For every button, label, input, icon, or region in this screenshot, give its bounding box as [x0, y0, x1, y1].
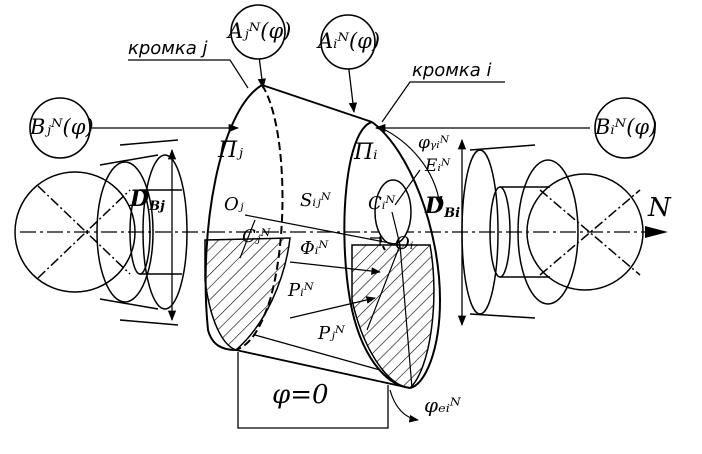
label-d-bj-main: D	[130, 186, 150, 212]
label-o-i: Oᵢ	[395, 233, 414, 254]
phi-ei-arc	[389, 389, 419, 423]
label-pi-i: Пᵢ	[354, 140, 378, 165]
edge-i-leader	[381, 81, 505, 123]
ai-leader	[347, 61, 358, 114]
phi-line	[289, 261, 381, 275]
label-d-bi-sub: Bi	[444, 206, 461, 221]
label-c-j: Cⱼᴺ	[242, 226, 271, 247]
label-d-bj: DBj	[130, 188, 165, 213]
label-o-j: Oⱼ	[224, 194, 244, 215]
label-edge-j: кромка j	[128, 38, 208, 59]
pj-line	[254, 334, 381, 371]
phi-zero-bracket	[237, 352, 389, 429]
right-roller-ball	[526, 173, 644, 291]
left-roller	[37, 139, 188, 326]
label-a-i: Aᵢᴺ(φ)	[318, 29, 381, 53]
edge-j-leader	[128, 59, 249, 89]
pi-line	[289, 296, 376, 319]
label-phi-zero: φ=0	[272, 380, 329, 410]
left-roller-ball	[14, 171, 136, 293]
aj-circle	[230, 4, 286, 60]
label-pi-j: Пⱼ	[218, 138, 243, 163]
right-wheel-section	[351, 244, 435, 389]
label-b-i: Bᵢᴺ(φ)	[595, 115, 658, 139]
label-c-i: Cᵢᴺ	[368, 193, 396, 214]
right-roller	[461, 144, 641, 319]
ray-3	[391, 211, 401, 246]
label-a-j: Aⱼᴺ(φ)	[228, 19, 292, 43]
label-phi-yi: φᵧᵢᴺ	[418, 133, 450, 153]
cj-line	[239, 219, 256, 259]
label-p-j: Pⱼᴺ	[318, 323, 345, 344]
ray-1	[366, 244, 401, 331]
upper-generator	[261, 84, 373, 123]
phi-yi-arc	[374, 124, 443, 206]
lower-generator	[235, 349, 411, 389]
label-d-bi: DBi	[425, 195, 460, 220]
label-s-ij: Sᵢⱼᴺ	[300, 190, 331, 211]
label-e-i: Eᵢᴺ	[425, 156, 451, 176]
bj-circle	[29, 97, 91, 159]
label-n: N	[648, 193, 671, 223]
label-p-i: Pᵢᴺ	[288, 280, 314, 301]
label-edge-i: кромка i	[412, 60, 492, 81]
right-angle-mark	[370, 237, 381, 246]
label-d-bj-sub: Bj	[149, 199, 165, 214]
label-phi-i: Φᵢᴺ	[300, 238, 329, 259]
label-phi-ei: φₑᵢᴺ	[424, 393, 461, 417]
label-d-bi-main: D	[425, 193, 445, 219]
axis-arrowhead	[645, 226, 668, 238]
bi-circle	[594, 97, 656, 159]
label-b-j: Bⱼᴺ(φ)	[30, 115, 94, 139]
ai-circle	[320, 14, 376, 70]
left-wheel-section	[204, 237, 291, 351]
ei-leader	[394, 169, 421, 206]
sij-line	[244, 214, 401, 246]
ray-2	[399, 244, 413, 389]
